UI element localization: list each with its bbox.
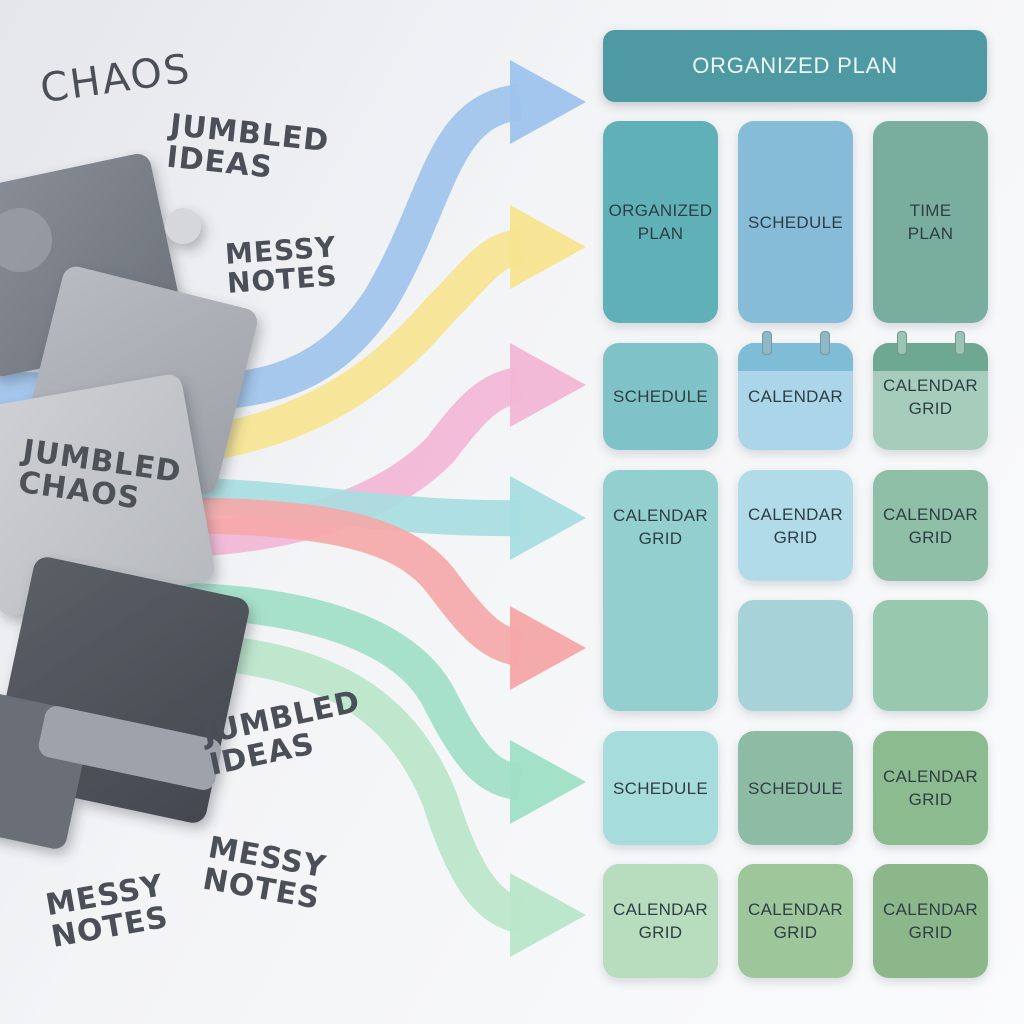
calendar-header-band [738, 343, 853, 371]
salmon-arrow [149, 497, 586, 690]
tile-calendar-grid-row6-c: CALENDAR GRID [873, 864, 988, 978]
calendar-ring-icon [897, 331, 907, 355]
yellow-arrow [148, 205, 586, 468]
tile-time-plan: TIME PLAN [873, 121, 988, 323]
tile-label: CALENDAR GRID [748, 504, 843, 547]
mint-arrow [149, 582, 586, 824]
arrow-head-icon [510, 60, 586, 144]
arrows-group [0, 60, 586, 957]
organized-plan-header: ORGANIZED PLAN [603, 30, 987, 102]
tile-organized-plan: ORGANIZED PLAN [603, 121, 718, 323]
tile-label: SCHEDULE [748, 212, 843, 232]
tile-label: SCHEDULE [613, 778, 708, 798]
calendar-header-band [873, 343, 988, 371]
tile-label: CALENDAR GRID [883, 504, 978, 547]
tile-empty-green [873, 600, 988, 711]
tile-label: TIME PLAN [907, 201, 954, 243]
tile-label: CALENDAR GRID [883, 767, 978, 809]
tile-label: CALENDAR GRID [613, 506, 708, 548]
arrow-head-icon [510, 606, 586, 690]
note-card-4 [0, 557, 249, 849]
calendar-ring-icon [955, 331, 965, 355]
light-green-arrow [149, 632, 586, 957]
tile-label: ORGANIZED PLAN [608, 201, 713, 243]
tile-calendar-grid-tall: CALENDAR GRID [603, 470, 718, 711]
tile-calendar-grid-row2: CALENDAR GRID [873, 331, 988, 450]
calendar-ring-icon [820, 331, 830, 355]
tile-schedule-row2: SCHEDULE [603, 343, 718, 450]
tile-calendar-grid-blue: CALENDAR GRID [738, 470, 853, 581]
tile-calendar: CALENDAR [738, 331, 853, 450]
arrow-head-icon [510, 343, 586, 427]
tile-label: SCHEDULE [748, 778, 843, 798]
tile-schedule-row5-b: SCHEDULE [738, 731, 853, 845]
arrow-head-icon [510, 873, 586, 957]
tile-label: CALENDAR GRID [748, 900, 843, 942]
arrow-head-icon [510, 205, 586, 289]
tile-label: CALENDAR GRID [883, 900, 978, 942]
note-card-3 [0, 374, 215, 616]
scribble-messy-notes-top: MESSY NOTES [223, 230, 339, 301]
tile-calendar-grid-green: CALENDAR GRID [873, 470, 988, 581]
tile-label: SCHEDULE [613, 387, 708, 406]
tile-calendar-grid-row5: CALENDAR GRID [873, 731, 988, 845]
tile-label: CALENDAR GRID [613, 900, 708, 942]
tile-calendar-grid-row6-b: CALENDAR GRID [738, 864, 853, 978]
arrow-head-icon [510, 740, 586, 824]
calendar-ring-icon [762, 331, 772, 355]
tile-schedule-top: SCHEDULE [738, 121, 853, 323]
tile-calendar-grid-row6-a: CALENDAR GRID [603, 864, 718, 978]
tile-empty-blue [738, 600, 853, 711]
tile-schedule-row5-a: SCHEDULE [603, 731, 718, 845]
teal-arrow [149, 476, 586, 560]
tile-label: CALENDAR [748, 387, 843, 406]
arrow-head-icon [510, 476, 586, 560]
tile-label: CALENDAR GRID [883, 375, 978, 418]
